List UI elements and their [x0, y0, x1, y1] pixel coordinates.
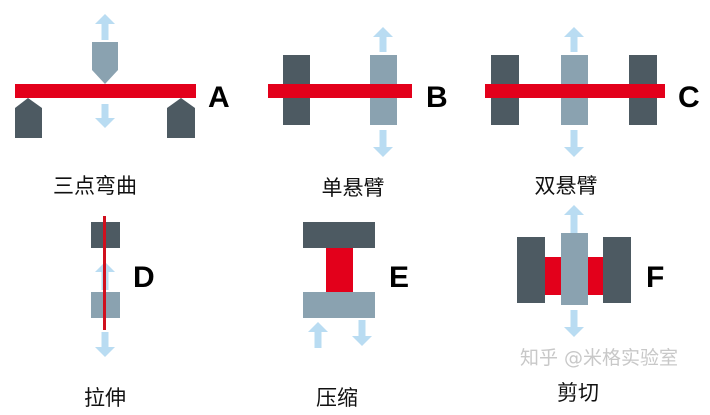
- mode-caption: 剪切: [557, 381, 599, 405]
- mode-caption: 双悬臂: [535, 174, 598, 198]
- specimen-bar: [15, 84, 196, 98]
- arrow-up-icon: [564, 27, 584, 52]
- mode-a-three-point-bending: A 三点弯曲: [15, 42, 230, 198]
- arrow-up-icon: [564, 205, 584, 233]
- right-support: [167, 98, 195, 138]
- loading-punch: [92, 42, 118, 84]
- moving-clamp: [561, 233, 588, 305]
- arrow-down-icon: [564, 130, 584, 157]
- left-support: [15, 98, 42, 138]
- mode-letter: F: [646, 261, 664, 294]
- mode-letter: C: [678, 81, 700, 114]
- specimen-bar: [485, 84, 665, 98]
- mode-d-tension: D 拉伸: [84, 216, 155, 410]
- fixed-clamp: [517, 237, 545, 303]
- mode-caption: 单悬臂: [322, 176, 385, 200]
- mode-e-compression: E 压缩: [303, 222, 409, 410]
- watermark: 知乎 @米格实验室: [520, 347, 678, 369]
- specimen-film: [103, 216, 106, 330]
- arrow-up-icon: [373, 27, 393, 52]
- mode-b-single-cantilever: B 单悬臂: [268, 55, 448, 200]
- mode-letter: B: [426, 81, 448, 114]
- fixed-plate: [303, 222, 375, 248]
- arrow-down-icon: [564, 310, 584, 337]
- arrow-down-icon: [95, 332, 115, 357]
- mode-caption: 三点弯曲: [53, 174, 137, 198]
- arrow-up-icon: [95, 14, 115, 40]
- arrow-down-icon: [373, 130, 393, 157]
- arrow-down-icon: [95, 104, 115, 128]
- moving-plate: [303, 292, 375, 318]
- mode-caption: 压缩: [316, 386, 358, 410]
- arrow-up-icon: [308, 322, 328, 348]
- mode-letter: A: [208, 81, 230, 114]
- mode-caption: 拉伸: [84, 386, 126, 410]
- mode-f-shear: F: [517, 233, 664, 305]
- arrow-down-icon: [352, 320, 372, 346]
- mode-letter: D: [133, 261, 155, 294]
- mode-c-dual-cantilever: C 双悬臂: [485, 55, 700, 198]
- mode-letter: E: [389, 261, 409, 294]
- fixed-clamp: [603, 237, 631, 303]
- specimen-block: [326, 248, 353, 292]
- specimen-bar: [268, 84, 412, 98]
